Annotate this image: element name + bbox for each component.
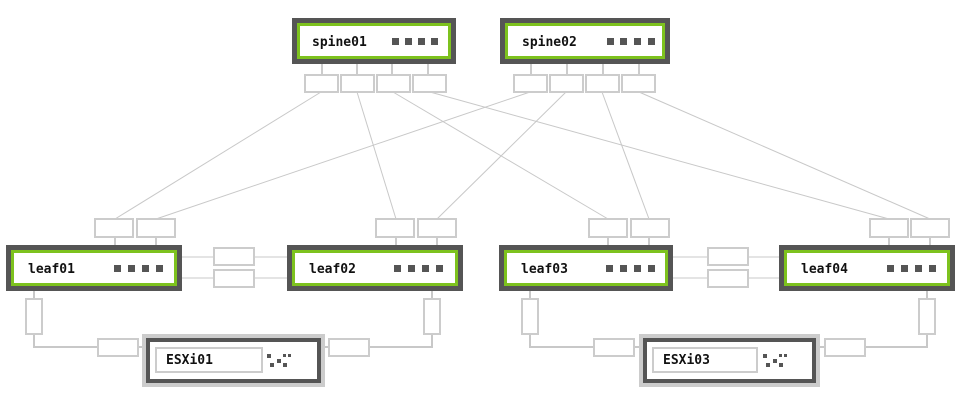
link-spine01-leaf04 (429, 91, 890, 220)
link-spine02-leaf03 (601, 91, 650, 220)
status-leds-icon (887, 265, 936, 272)
spine-leaf-links (114, 91, 931, 220)
switch-leaf04[interactable]: leaf04 (779, 245, 955, 291)
link-spine02-leaf01 (155, 91, 531, 220)
switch-label: spine02 (522, 35, 577, 50)
spine02-ports (513, 64, 656, 93)
host-esxi03[interactable]: ESXi03 (639, 334, 820, 387)
status-leds-icon (114, 265, 163, 272)
status-leds-icon (606, 265, 655, 272)
switch-label: leaf04 (801, 262, 848, 277)
host-connectors (25, 298, 936, 357)
status-leds-icon (394, 265, 443, 272)
port-dots-icon (267, 354, 291, 367)
link-spine01-leaf03 (392, 91, 609, 220)
port-dots-icon (763, 354, 787, 367)
link-spine01-leaf01 (114, 91, 322, 220)
switch-leaf03[interactable]: leaf03 (499, 245, 673, 291)
peer-link-ports (213, 247, 749, 288)
switch-label: spine01 (312, 35, 367, 50)
spine01-ports (304, 64, 447, 93)
peer-links (180, 256, 780, 279)
switch-label: leaf02 (309, 262, 356, 277)
host-esxi01[interactable]: ESXi01 (142, 334, 325, 387)
switch-spine01[interactable]: spine01 (292, 18, 456, 64)
link-spine02-leaf04 (638, 91, 931, 220)
link-spine01-leaf02 (356, 91, 397, 220)
switch-leaf01[interactable]: leaf01 (6, 245, 182, 291)
status-leds-icon (392, 38, 438, 45)
link-spine02-leaf02 (436, 91, 567, 220)
host-label: ESXi03 (663, 353, 710, 368)
switch-spine02[interactable]: spine02 (500, 18, 670, 64)
switch-label: leaf01 (28, 262, 75, 277)
switch-leaf02[interactable]: leaf02 (287, 245, 463, 291)
switch-label: leaf03 (521, 262, 568, 277)
host-label: ESXi01 (166, 353, 213, 368)
leaf-uplink-ports (94, 218, 950, 245)
status-leds-icon (607, 38, 655, 45)
